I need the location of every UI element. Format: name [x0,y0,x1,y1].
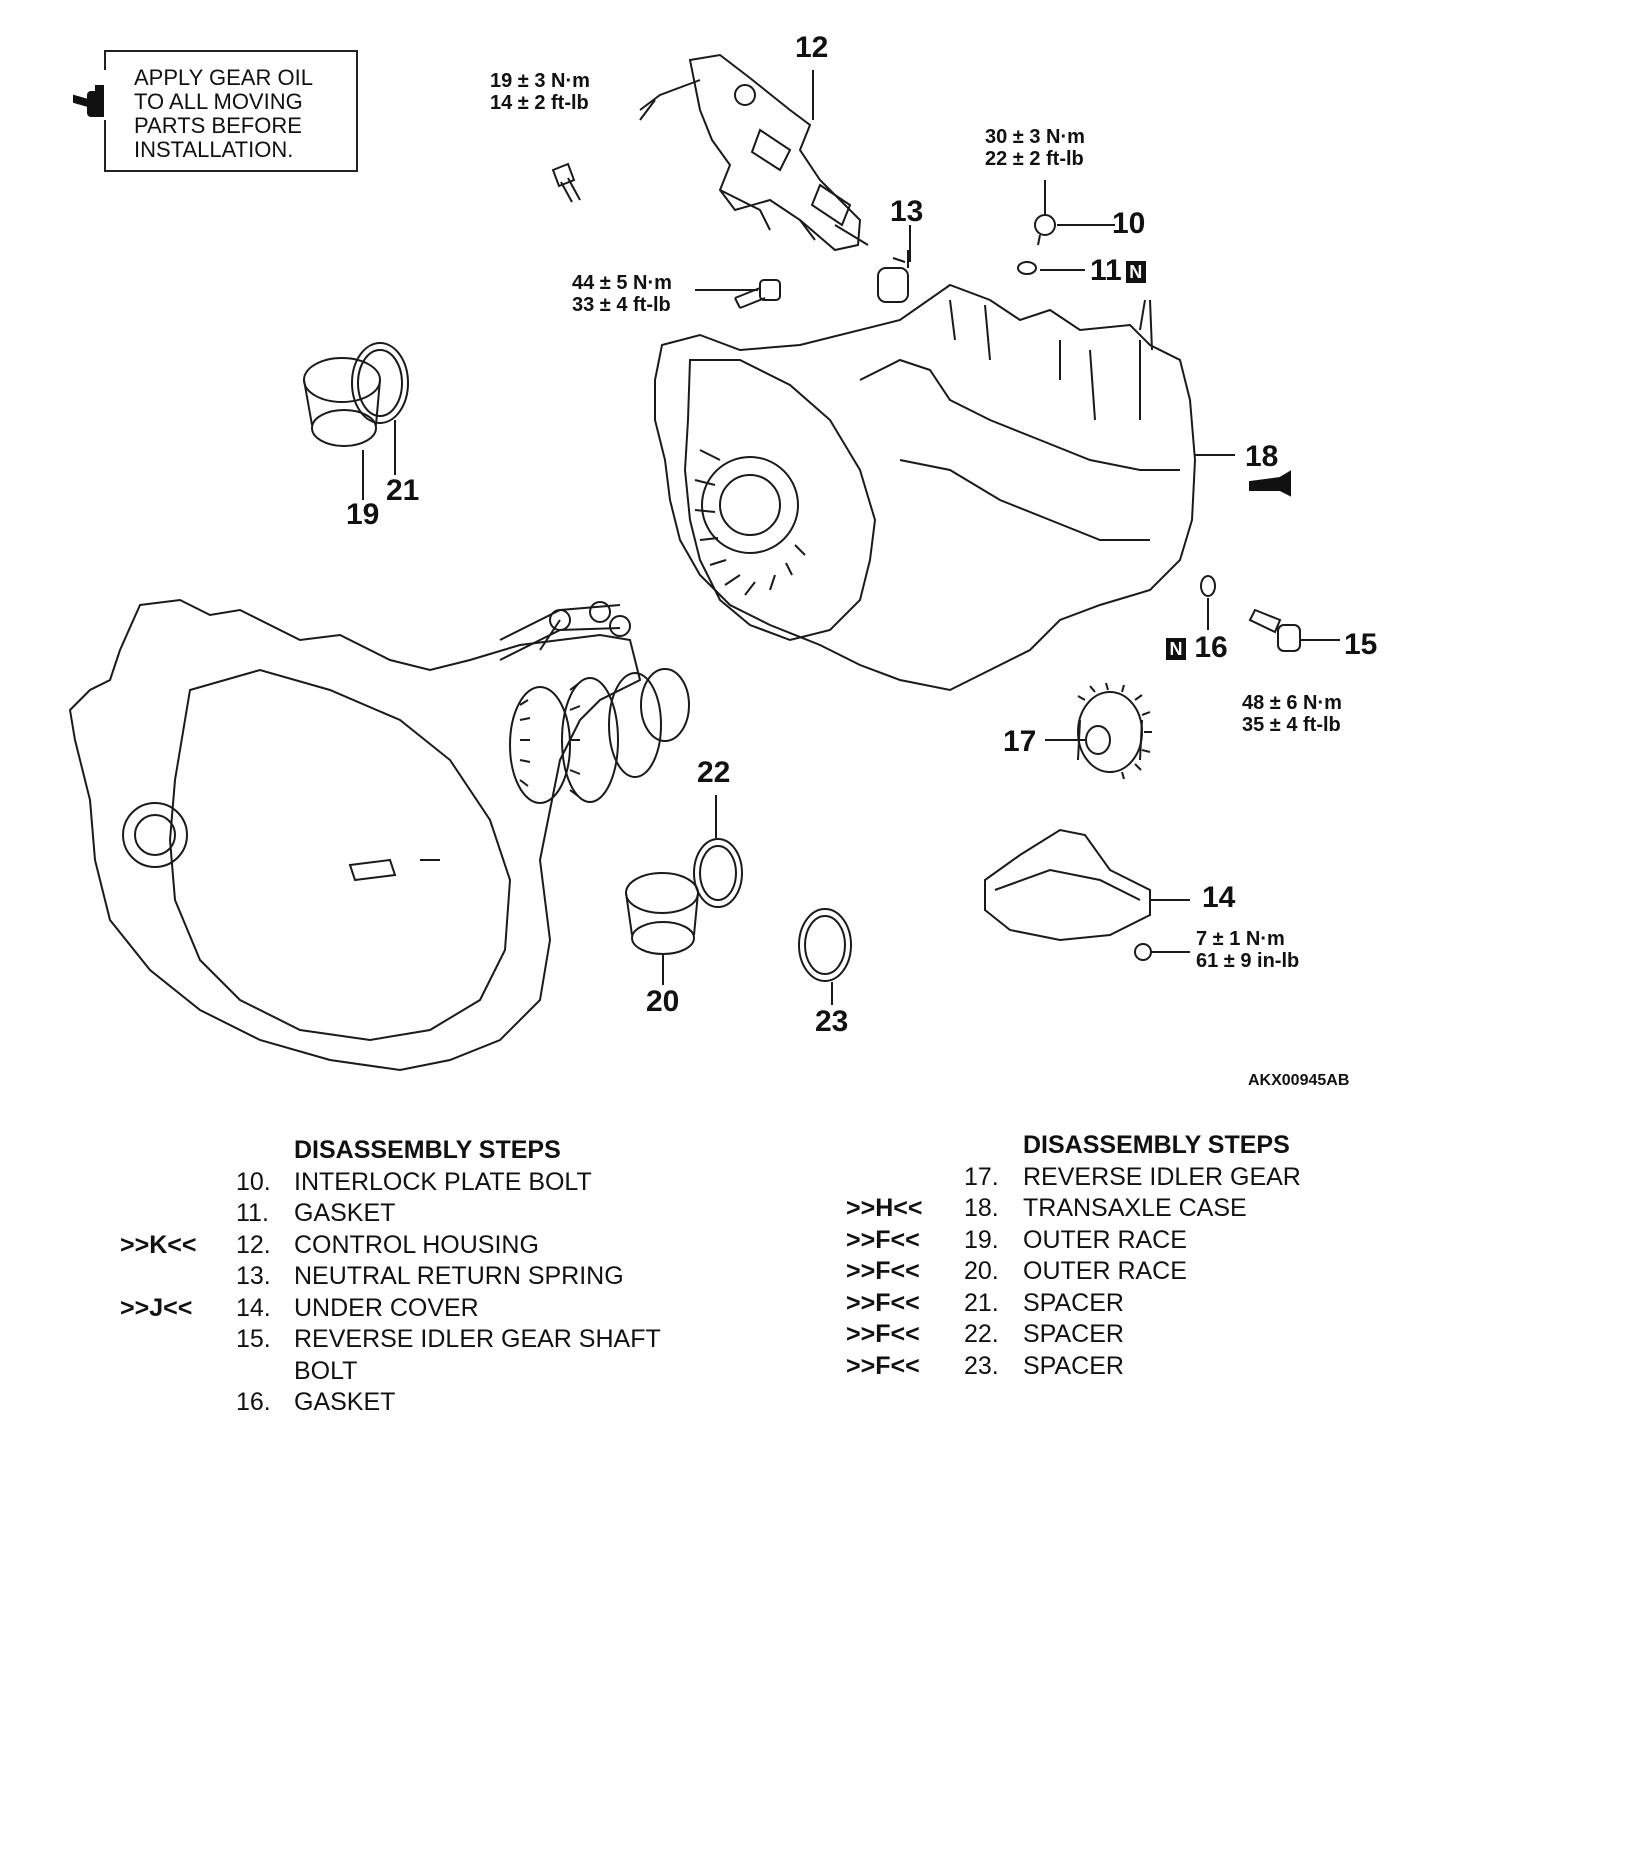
callout-16-number: 16 [1194,631,1228,664]
reverse-idler-gear [1077,682,1152,780]
note-line-2: TO ALL MOVING [134,89,303,114]
callout-18: 18 [1245,440,1279,473]
new-part-symbol-11: N [1125,261,1146,284]
gasket-16 [1200,575,1216,597]
torque-14-imperial: 61 ± 9 in-lb [1196,950,1300,972]
callout-10: 10 [1112,207,1146,240]
spacer-23 [798,908,852,982]
step-row: 15.REVERSE IDLER GEAR SHAFT [236,1325,661,1353]
torque-12-metric: 19 ± 3 N·m [490,70,590,92]
apply-gear-oil-note: APPLY GEAR OIL TO ALL MOVING PARTS BEFOR… [104,50,358,172]
callout-12: 12 [795,31,829,64]
exploded-view-diagram [68,53,1340,1072]
control-housing-bolt [551,162,581,203]
note-line-4: INSTALLATION. [134,137,294,162]
callout-22: 22 [697,756,731,789]
under-cover-bolt [1134,943,1190,961]
leader-19-21 [362,420,396,500]
callout-21: 21 [386,474,420,507]
steps-left-heading: DISASSEMBLY STEPS [294,1136,561,1164]
gear-train [499,601,690,804]
torque-10-metric: 30 ± 3 N·m [985,126,1085,148]
figure-code: AKX00945AB [1248,1072,1350,1089]
torque-spec-10: 30 ± 3 N·m 22 ± 2 ft-lb [985,126,1085,170]
callout-20: 20 [646,985,680,1018]
under-cover [984,828,1151,942]
new-part-symbol-16: N [1166,638,1186,661]
outer-race-19 [303,357,381,447]
callout-11-number: 11 [1090,254,1122,287]
step-row: >>H<<18.TRANSAXLE CASE [846,1194,1247,1222]
torque-12-imperial: 14 ± 2 ft-lb [490,92,589,114]
gasket-11 [1017,261,1037,275]
spacer-22 [693,838,743,908]
torque-spec-case-bolt: 44 ± 5 N·m 33 ± 4 ft-lb [572,272,672,316]
step-row: >>F<<23.SPACER [846,1351,1124,1380]
torque-spec-15: 48 ± 6 N·m 35 ± 4 ft-lb [1242,692,1342,736]
step-row: >>J<<14.UNDER COVER [120,1293,479,1322]
callout-17: 17 [1003,725,1037,758]
torque-15-imperial: 35 ± 4 ft-lb [1242,714,1341,736]
step-row: 11.GASKET [236,1199,396,1227]
step-row: 10.INTERLOCK PLATE BOLT [236,1167,592,1196]
interlock-plate-bolt [1034,214,1056,246]
callout-15: 15 [1344,628,1378,661]
step-row: >>K<<12.CONTROL HOUSING [120,1230,539,1259]
torque-15-metric: 48 ± 6 N·m [1242,692,1342,714]
steps-right-heading: DISASSEMBLY STEPS [1023,1131,1290,1159]
leader-10 [1044,180,1115,226]
outer-race-20 [625,872,699,955]
callout-13: 13 [890,195,924,228]
torque-14-metric: 7 ± 1 N·m [1196,928,1285,950]
note-line-1: APPLY GEAR OIL [134,65,313,90]
step-row: >>F<<19.OUTER RACE [846,1225,1187,1254]
disassembly-steps-left: DISASSEMBLY STEPS 10.INTERLOCK PLATE BOL… [110,1135,730,1419]
case-bolt [734,279,781,309]
clutch-housing-assembly [68,598,690,1072]
callout-16: N 16 [1162,633,1228,663]
torque-spec-14: 7 ± 1 N·m 61 ± 9 in-lb [1196,928,1299,972]
step-row: 16.GASKET [236,1388,396,1416]
note-line-3: PARTS BEFORE [134,113,302,138]
step-row: BOLT [294,1356,358,1385]
reverse-idler-gear-shaft-bolt [1248,608,1301,652]
control-housing-part [639,53,869,252]
torque-spec-12: 19 ± 3 N·m 14 ± 2 ft-lb [490,70,590,114]
torque-case-bolt-imperial: 33 ± 4 ft-lb [572,294,671,316]
step-row: 13.NEUTRAL RETURN SPRING [236,1262,624,1290]
callout-14: 14 [1202,881,1236,914]
step-row: >>F<<21.SPACER [846,1288,1124,1317]
torque-10-imperial: 22 ± 2 ft-lb [985,148,1084,170]
torque-case-bolt-metric: 44 ± 5 N·m [572,272,672,294]
step-row: 17.REVERSE IDLER GEAR [964,1162,1301,1191]
sealant-tube-icon [1249,470,1291,497]
callout-23: 23 [815,1005,849,1038]
step-row: >>F<<20.OUTER RACE [846,1257,1187,1285]
spacer-21 [351,342,409,424]
step-row: >>F<<22.SPACER [846,1320,1124,1348]
callout-19: 19 [346,498,380,531]
neutral-return-spring [877,250,909,303]
disassembly-steps-right: DISASSEMBLY STEPS 17.REVERSE IDLER GEAR … [840,1130,1460,1382]
transaxle-case-part [654,283,1197,692]
